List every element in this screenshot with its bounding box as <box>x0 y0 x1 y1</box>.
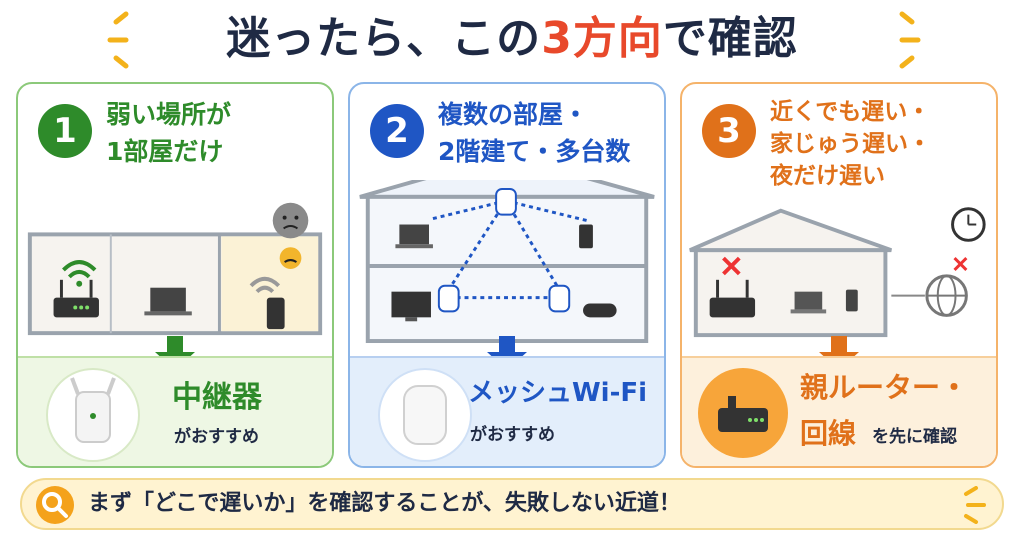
two-story-house-scene <box>359 180 655 344</box>
house-scene <box>27 202 323 336</box>
card-header: 2 複数の部屋・ 2階建て・多台数 <box>350 84 664 202</box>
result-sub: がおすすめ <box>174 427 259 447</box>
wifi-icon <box>62 260 97 287</box>
number-badge: 1 <box>38 104 92 158</box>
card-heading: 近くでも遅い・ 家じゅう遅い・ 夜だけ遅い <box>770 96 931 192</box>
card-heading: 弱い場所が 1部屋だけ <box>106 96 231 170</box>
heading-line: 弱い場所が <box>106 100 232 129</box>
x-mark-icon <box>953 257 968 271</box>
title-part3: で確認 <box>662 13 798 64</box>
card-result: 中継器 がおすすめ <box>18 356 332 466</box>
card-one-room: 1 弱い場所が 1部屋だけ 中継器 がおすすめ <box>16 82 334 468</box>
title-part2: 方向 <box>572 13 663 64</box>
result-main: 親ルーター・ <box>800 371 969 404</box>
router-icon <box>709 279 756 318</box>
sparkle-icon <box>107 11 129 69</box>
x-mark-icon <box>722 256 741 276</box>
mesh-node-icon <box>495 187 517 216</box>
card-heading: 複数の部屋・ 2階建て・多台数 <box>438 96 630 170</box>
heading-line: 2階建て・多台数 <box>438 137 631 166</box>
globe-icon <box>925 274 968 317</box>
card-header: 1 弱い場所が 1部屋だけ <box>18 84 332 202</box>
sparkle-icon <box>964 486 986 524</box>
title-part1: 迷ったら、この <box>226 13 542 64</box>
sparkle-icon <box>899 11 921 69</box>
title-number: 3 <box>541 13 573 64</box>
smartphone-icon <box>266 297 285 330</box>
clock-icon <box>951 207 986 242</box>
heading-line: 1部屋だけ <box>106 137 224 166</box>
result-main: 中継器 <box>172 380 262 415</box>
arrow-down-icon <box>819 336 859 370</box>
smartphone-icon <box>579 224 593 249</box>
number-badge: 2 <box>370 104 424 158</box>
laptop-icon <box>144 287 192 316</box>
router-icon <box>53 279 99 318</box>
heading-line: 近くでも遅い・ <box>770 99 931 125</box>
banner-text: まず「どこで遅いか」を確認することが、失敗しない近道！ <box>88 491 681 516</box>
card-multi-room: 2 複数の部屋・ 2階建て・多台数 メッシュWi-Fi がおすすめ <box>348 82 666 468</box>
smartphone-icon <box>845 289 858 312</box>
page-title: 迷ったら、この3方向で確認 <box>0 4 1024 74</box>
gloomy-face-icon <box>272 202 309 239</box>
result-sub: を先に確認 <box>872 427 957 447</box>
result-main: 回線 <box>800 417 857 450</box>
mesh-node-icon <box>437 284 460 313</box>
heading-line: 家じゅう遅い・ <box>770 131 931 157</box>
card-result: メッシュWi-Fi がおすすめ <box>350 356 664 466</box>
number-badge: 3 <box>702 104 756 158</box>
house-internet-scene <box>689 207 986 338</box>
laptop-icon <box>790 291 827 314</box>
router-icon <box>698 368 788 458</box>
tv-icon <box>391 291 431 322</box>
angry-face-icon <box>279 247 302 269</box>
extender-icon <box>46 368 140 462</box>
mesh-node-icon <box>378 368 472 462</box>
search-icon <box>36 486 74 524</box>
result-sub: がおすすめ <box>470 425 555 445</box>
arrow-down-icon <box>487 336 527 370</box>
wifi-icon <box>249 276 281 294</box>
card-header: 3 近くでも遅い・ 家じゅう遅い・ 夜だけ遅い <box>682 84 996 202</box>
card-whole-house-slow: 3 近くでも遅い・ 家じゅう遅い・ 夜だけ遅い 親ルーター・ 回線 を先に確認 <box>680 82 998 468</box>
gamepad-icon <box>583 303 617 318</box>
card-result: 親ルーター・ 回線 を先に確認 <box>682 356 996 466</box>
laptop-icon <box>395 224 433 249</box>
heading-line: 夜だけ遅い <box>770 163 885 189</box>
result-main: メッシュWi-Fi <box>468 378 648 408</box>
heading-line: 複数の部屋・ <box>438 100 589 129</box>
arrow-down-icon <box>155 336 195 370</box>
mesh-node-icon <box>548 284 571 313</box>
bottom-banner: まず「どこで遅いか」を確認することが、失敗しない近道！ <box>20 478 1004 530</box>
